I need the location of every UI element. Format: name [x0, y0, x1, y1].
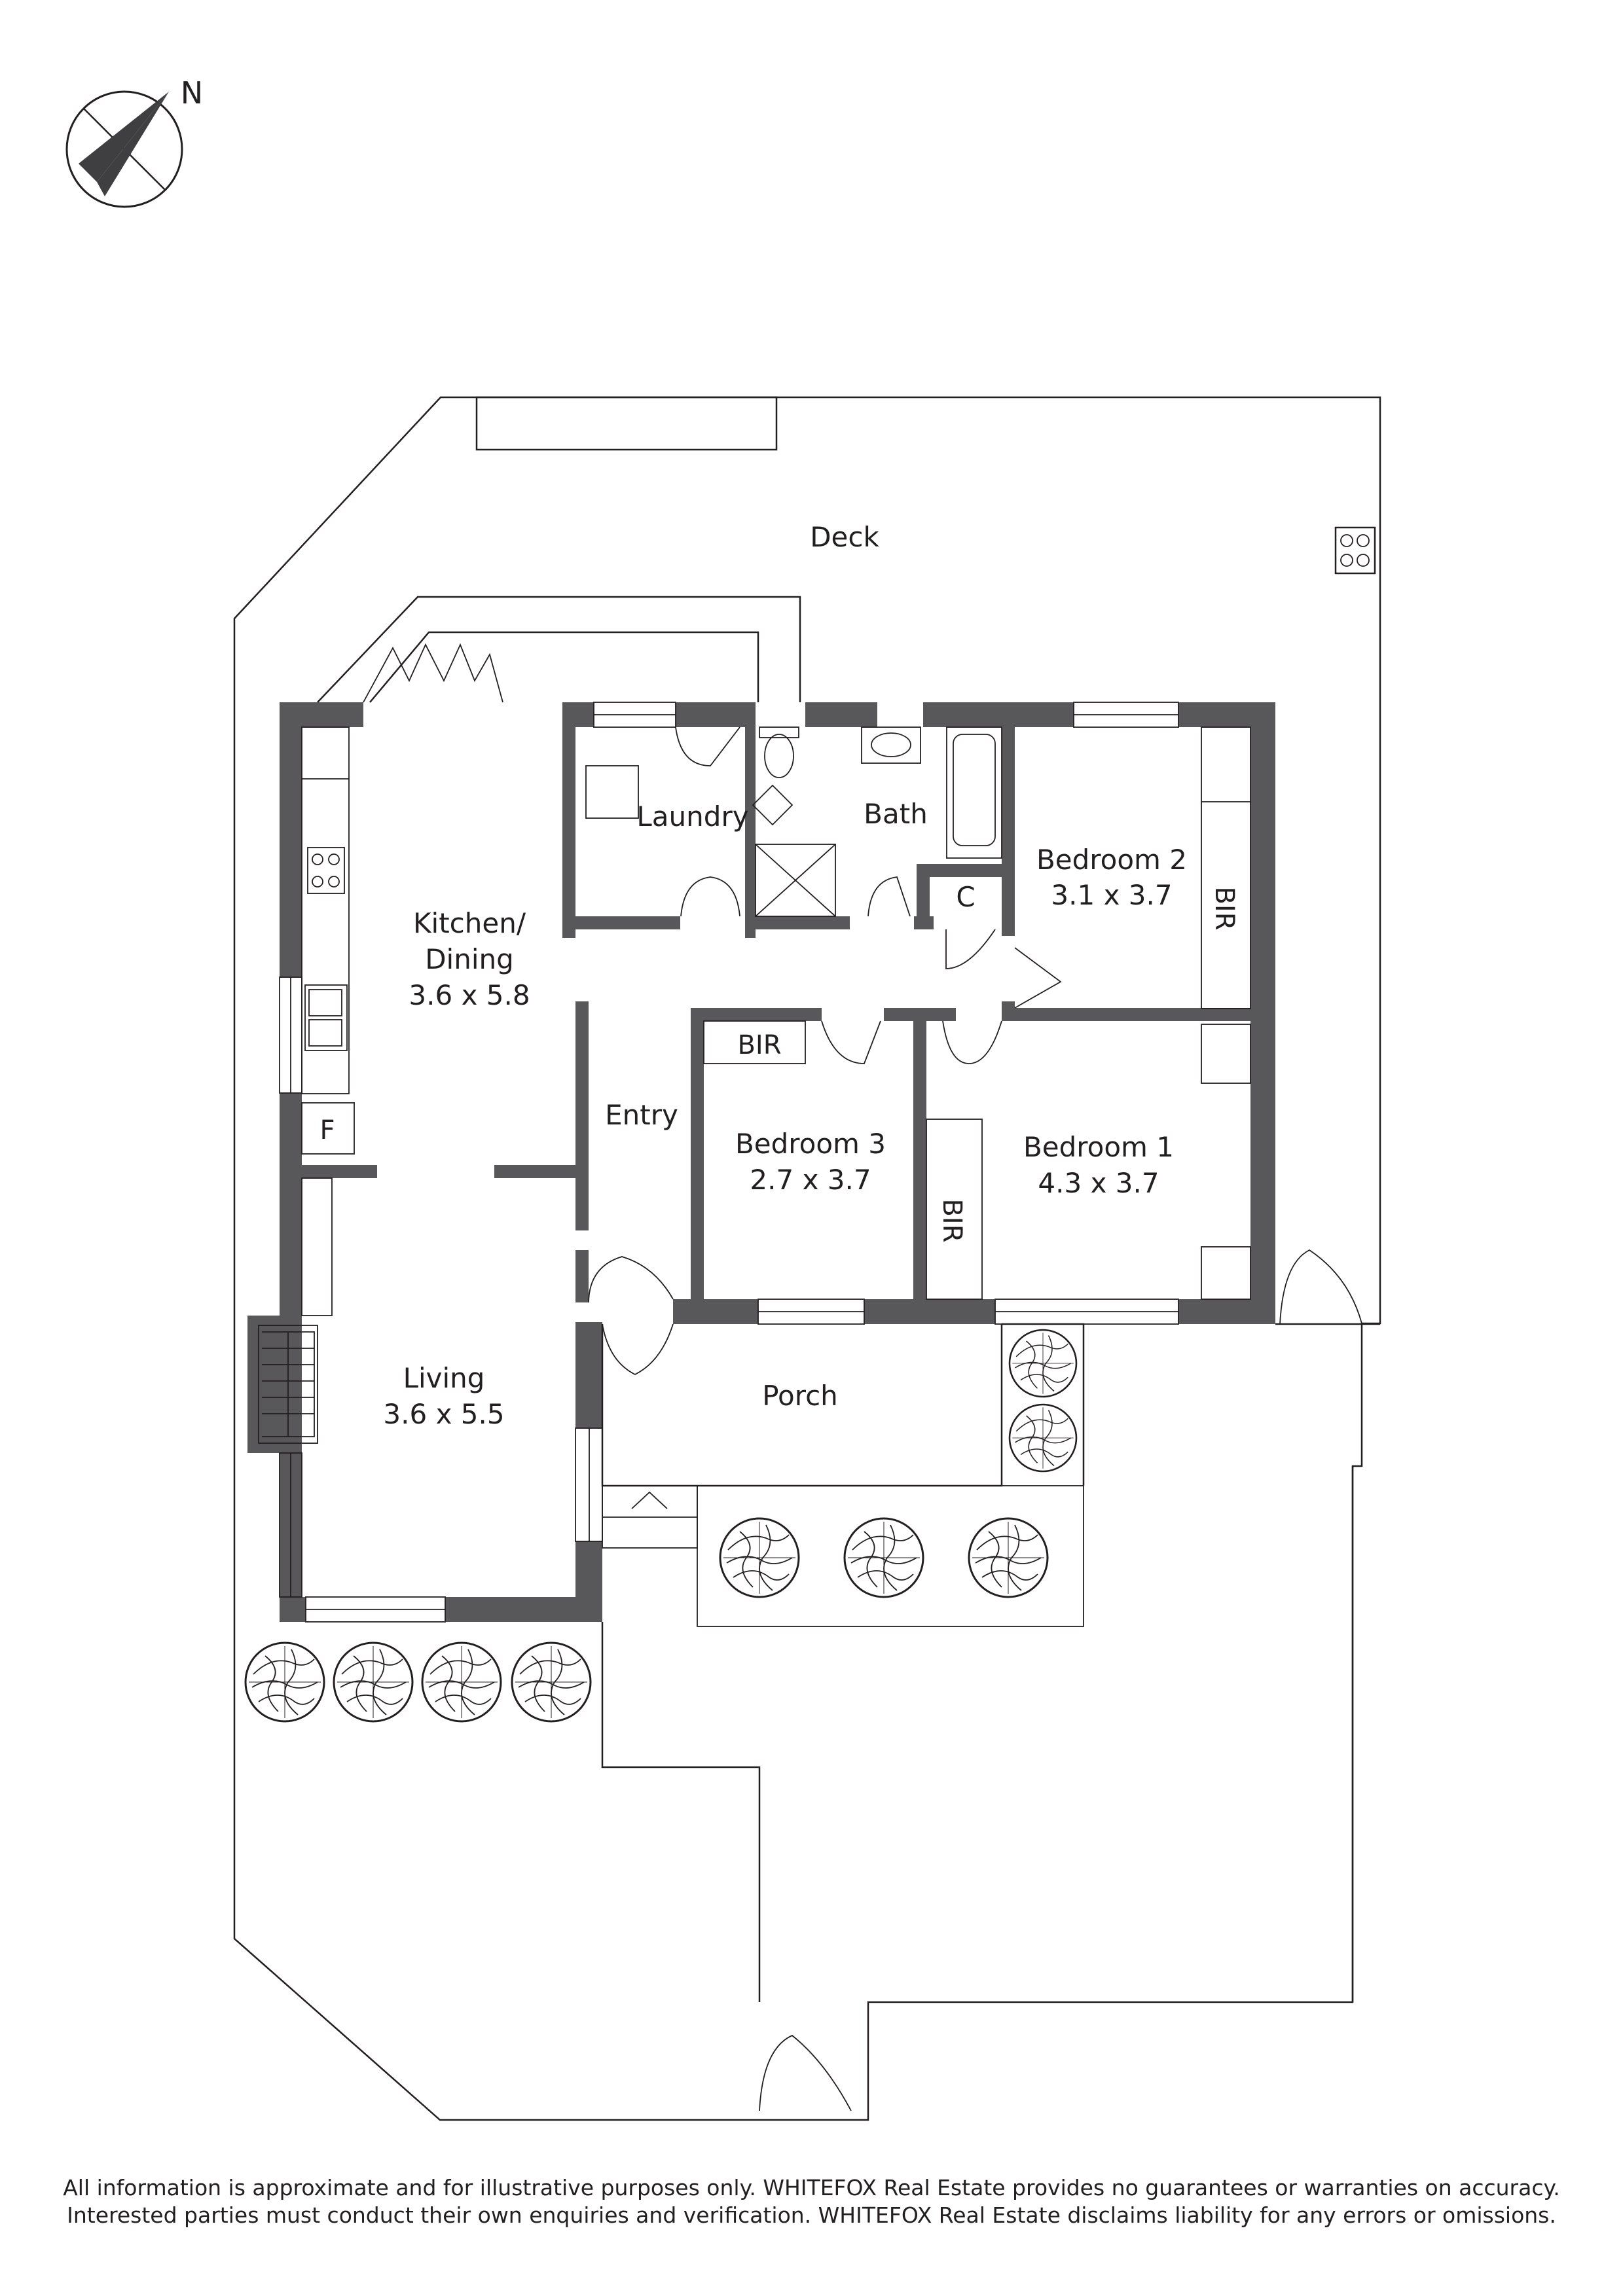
kitchen-fixtures: F — [301, 726, 355, 1316]
tree-icon — [1008, 1329, 1078, 1398]
deck: Deck — [317, 396, 1376, 703]
kitchen-label-line1: Kitchen/ — [413, 907, 526, 939]
tree-icon — [843, 1517, 924, 1598]
bedroom1-bir-label: BIR — [937, 1198, 967, 1242]
garden-bed — [697, 1485, 1084, 1627]
fridge-label: F — [319, 1115, 335, 1145]
bedroom-fixtures — [703, 726, 1251, 1300]
north-label: N — [181, 75, 203, 111]
compass-ring — [65, 90, 183, 208]
vanity-icon — [861, 726, 921, 764]
bedroom3-bir-label: BIR — [737, 1030, 781, 1060]
porch-label: Porch — [762, 1380, 838, 1412]
disclaimer-line2: Interested parties must conduct their ow… — [67, 2202, 1556, 2228]
bir-bedroom3 — [703, 1020, 806, 1064]
bedroom3-label: Bedroom 3 — [735, 1128, 886, 1160]
cooktop-icon — [307, 847, 345, 894]
toilet-icon — [759, 726, 799, 738]
bir-bedroom2 — [1201, 726, 1251, 1009]
bedroom2-size: 3.1 x 3.7 — [1051, 879, 1172, 911]
interior-walls — [302, 702, 1264, 1309]
bedroom2-label: Bedroom 2 — [1036, 844, 1187, 876]
living-size: 3.6 x 5.5 — [383, 1398, 504, 1430]
site-boundary — [233, 396, 1381, 2121]
deck-planter — [475, 396, 778, 451]
bbq-icon — [1334, 526, 1376, 575]
tree-icon — [333, 1641, 414, 1723]
kitchen-size: 3.6 x 5.8 — [409, 979, 530, 1011]
bir-bedroom1 — [926, 1119, 983, 1300]
tree-icon — [244, 1641, 325, 1723]
laundry-label: Laundry — [636, 800, 748, 833]
cupboard-label: C — [956, 881, 975, 913]
fridge-space — [301, 1102, 355, 1155]
bedroom3-size: 2.7 x 3.7 — [750, 1164, 871, 1196]
bathtub-icon — [946, 726, 1002, 859]
sink-icon — [304, 984, 348, 1051]
tree-icon — [719, 1517, 800, 1598]
tree-icon — [968, 1517, 1049, 1598]
entry-label: Entry — [605, 1099, 678, 1131]
laundry-tub — [585, 765, 639, 819]
compass: N — [65, 75, 203, 208]
tree-icon — [511, 1641, 592, 1723]
north-arrow-icon — [79, 92, 169, 182]
tree-icon — [421, 1641, 502, 1723]
trees — [244, 1329, 1078, 1723]
porch-area — [588, 1249, 1380, 2111]
bedroom1-size: 4.3 x 3.7 — [1038, 1167, 1159, 1199]
laundry-fixtures — [585, 726, 1062, 1009]
disclaimer-line1: All information is approximate and for i… — [63, 2175, 1560, 2200]
living-label: Living — [403, 1362, 485, 1394]
deck-label: Deck — [810, 521, 879, 553]
kitchen-label-line2: Dining — [425, 943, 514, 975]
bedroom2-bir-label: BIR — [1209, 886, 1239, 930]
tree-icon — [1008, 1403, 1078, 1473]
shower-icon — [755, 844, 836, 917]
windows — [279, 702, 1179, 1623]
fireplace-icon — [258, 1325, 318, 1444]
bath-label: Bath — [864, 798, 928, 830]
bedroom1-label: Bedroom 1 — [1023, 1131, 1174, 1163]
